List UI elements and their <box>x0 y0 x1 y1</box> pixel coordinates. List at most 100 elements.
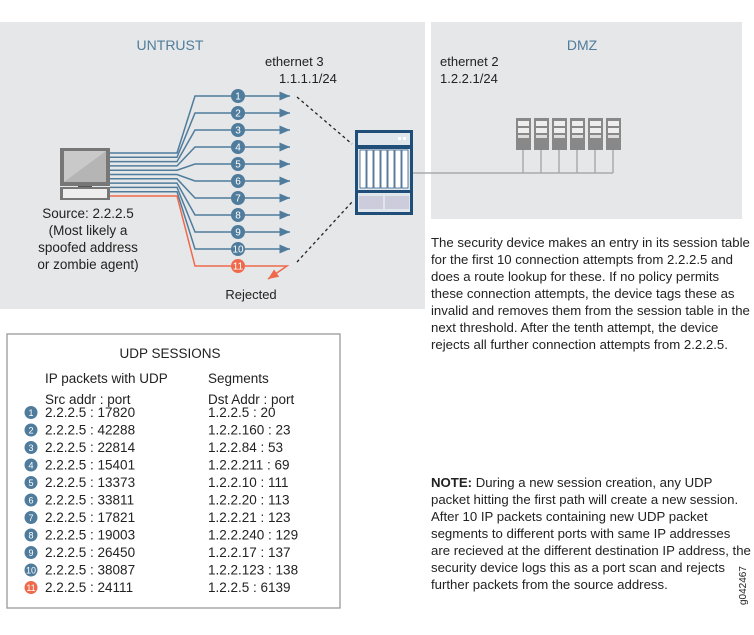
attempt-number: 9 <box>235 228 241 239</box>
table-row: 11 2.2.2.5 : 24111 1.2.2.5 : 6139 <box>24 580 291 595</box>
eth3-ip: 1.1.1.1/24 <box>279 71 337 86</box>
row-number-badge <box>24 458 38 472</box>
row-number-badge <box>24 546 38 559</box>
server-icon <box>606 118 621 173</box>
connection-attempt: 9 <box>110 186 290 239</box>
attempt-number: 11 <box>233 262 244 273</box>
src-addr-port: 2.2.2.5 : 24111 <box>45 580 133 595</box>
src-addr-port: 2.2.2.5 : 42288 <box>45 423 135 438</box>
source-label-line: Source: 2.2.2.5 <box>42 206 134 221</box>
connection-attempt: 10 <box>110 190 290 256</box>
row-number: 3 <box>28 443 33 453</box>
connection-attempt: 2 <box>110 106 290 159</box>
eth3-name: ethernet 3 <box>265 54 324 69</box>
eth2-name: ethernet 2 <box>440 54 499 69</box>
row-number: 6 <box>28 496 33 506</box>
attempt-number: 8 <box>235 211 241 222</box>
row-number-badge <box>24 528 38 542</box>
dst-addr-port: 1.2.2.21 : 123 <box>208 510 291 525</box>
src-addr-port: 2.2.2.5 : 19003 <box>45 528 135 543</box>
row-number-badge <box>24 581 38 594</box>
dmz-zone <box>431 22 742 219</box>
attempt-number-badge <box>231 191 245 205</box>
connection-attempt: 1 <box>110 89 290 154</box>
table-title: UDP SESSIONS <box>119 346 220 361</box>
connection-attempt: 6 <box>110 173 290 188</box>
table-row: 7 2.2.2.5 : 17821 1.2.2.21 : 123 <box>24 510 291 525</box>
connection-attempt: 8 <box>110 182 290 222</box>
attempt-number: 5 <box>235 160 241 171</box>
rejected-label: Rejected <box>225 287 276 302</box>
row-number-badge <box>24 493 38 507</box>
attempt-number-badge <box>231 123 245 137</box>
attempt-number: 4 <box>235 143 241 154</box>
col2-subheader: Dst Addr : port <box>208 392 295 407</box>
attempt-number-badge <box>231 140 245 154</box>
row-number: 5 <box>28 478 33 488</box>
dst-addr-port: 1.2.2.20 : 113 <box>208 493 290 508</box>
attempt-number: 10 <box>232 245 244 256</box>
attempt-number: 1 <box>235 92 241 103</box>
server-icon <box>534 118 549 173</box>
dmz-label: DMZ <box>567 37 598 53</box>
dmz-servers <box>516 118 621 173</box>
untrust-label: UNTRUST <box>137 37 204 53</box>
attempt-number-badge <box>231 89 245 103</box>
src-addr-port: 2.2.2.5 : 15401 <box>45 458 135 473</box>
col1-subheader: Src addr : port <box>45 392 131 407</box>
eth2-ip: 1.2.2.1/24 <box>440 71 498 86</box>
attempt-number-badge <box>231 157 245 171</box>
row-number: 8 <box>28 531 33 541</box>
dotted-link-top <box>296 96 353 145</box>
row-number-badge <box>24 476 38 489</box>
row-number-badge <box>24 563 38 577</box>
dst-addr-port: 1.2.2.123 : 138 <box>208 563 298 578</box>
dst-addr-port: 1.2.2.17 : 137 <box>208 545 291 560</box>
row-number-badge <box>24 423 38 437</box>
computer-icon <box>60 148 110 200</box>
attempt-number: 6 <box>235 177 241 188</box>
attempt-number-badge <box>231 259 245 273</box>
row-number-badge <box>24 441 38 454</box>
row-number: 2 <box>28 426 33 436</box>
src-addr-port: 2.2.2.5 : 17821 <box>45 510 135 525</box>
src-addr-port: 2.2.2.5 : 22814 <box>45 440 136 455</box>
connection-attempt: 4 <box>110 140 290 167</box>
col1-header: IP packets with UDP <box>45 371 168 386</box>
note-label: NOTE: <box>431 475 473 490</box>
figure-id: g042467 <box>738 566 749 605</box>
attempt-number: 3 <box>235 126 241 137</box>
dst-addr-port: 1.2.2.10 : 111 <box>208 475 289 490</box>
table-row: 5 2.2.2.5 : 13373 1.2.2.10 : 111 <box>24 475 289 490</box>
row-number: 1 <box>28 408 33 418</box>
dst-addr-port: 1.2.2.5 : 6139 <box>208 580 291 595</box>
attempt-number: 7 <box>235 194 241 205</box>
row-number: 11 <box>26 583 35 593</box>
server-icon <box>552 118 567 173</box>
row-number: 10 <box>26 566 36 576</box>
server-icon <box>570 118 585 173</box>
row-number: 7 <box>28 513 33 523</box>
attempt-number-badge <box>231 174 245 188</box>
row-number: 9 <box>28 548 33 558</box>
src-addr-port: 2.2.2.5 : 13373 <box>45 475 135 490</box>
attempt-number: 2 <box>235 109 241 120</box>
udp-sessions-table-box <box>6 333 341 609</box>
server-icon <box>588 118 603 173</box>
source-label-line: or zombie agent) <box>37 257 138 272</box>
col2-header: Segments <box>208 371 269 386</box>
security-device-icon <box>355 130 413 215</box>
attempt-number-badge <box>231 106 245 120</box>
connection-attempt: 3 <box>110 123 290 163</box>
server-icon <box>516 118 531 173</box>
src-addr-port: 2.2.2.5 : 17820 <box>45 405 135 420</box>
dst-addr-port: 1.2.2.5 : 20 <box>208 405 276 420</box>
